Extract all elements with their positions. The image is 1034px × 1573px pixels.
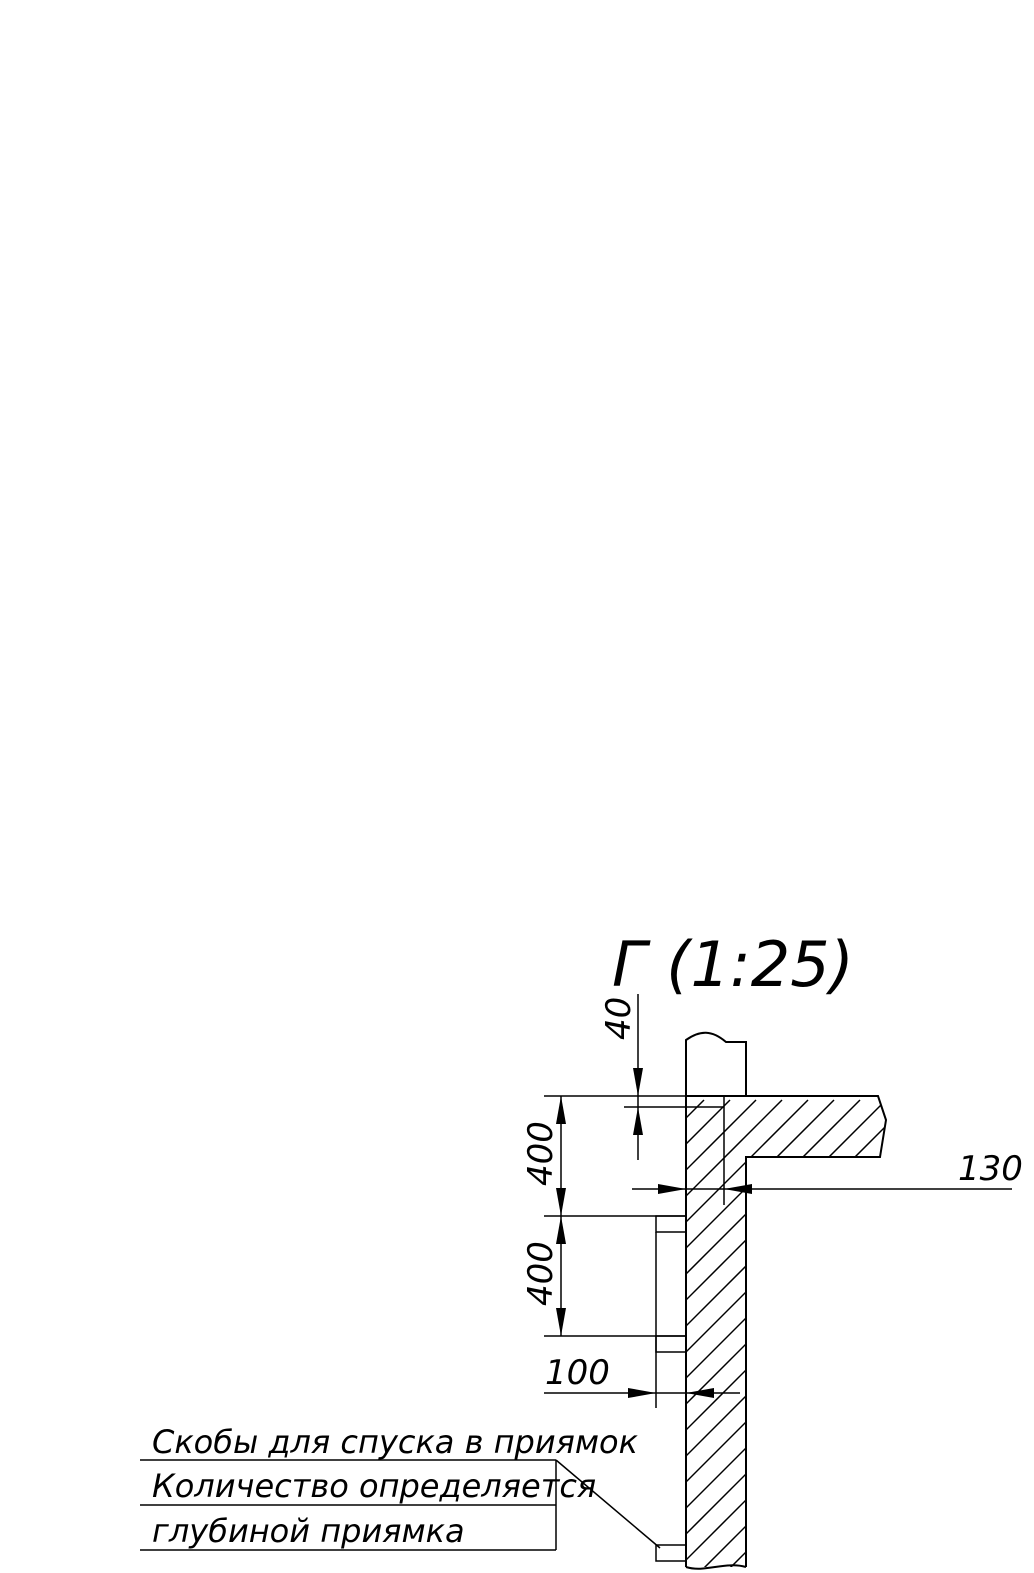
hatch-line bbox=[686, 1099, 886, 1567]
dim-130 bbox=[632, 1184, 1012, 1194]
note-line-1: Скобы для спуска в приямок bbox=[152, 1423, 639, 1461]
note-line-2: Количество определяется bbox=[152, 1467, 596, 1505]
dim-100 bbox=[544, 1352, 740, 1408]
leader-note bbox=[140, 1459, 661, 1551]
view-title: Г (1:25) bbox=[612, 928, 854, 1001]
upper-wall-outline bbox=[685, 1031, 747, 1096]
hatch-line bbox=[686, 1099, 886, 1567]
dim-400-lower-label: 400 bbox=[521, 1241, 561, 1306]
bracket-rungs bbox=[655, 1215, 687, 1562]
dim-40-label: 40 bbox=[599, 997, 639, 1040]
note-line-3: глубиной приямка bbox=[152, 1512, 465, 1550]
hatch-line bbox=[686, 1099, 783, 1567]
dim-130-label: 130 bbox=[958, 1149, 1023, 1189]
dim-40 bbox=[633, 994, 643, 1160]
dim-100-label: 100 bbox=[545, 1353, 610, 1393]
dim-400-upper-label: 400 bbox=[521, 1121, 561, 1186]
